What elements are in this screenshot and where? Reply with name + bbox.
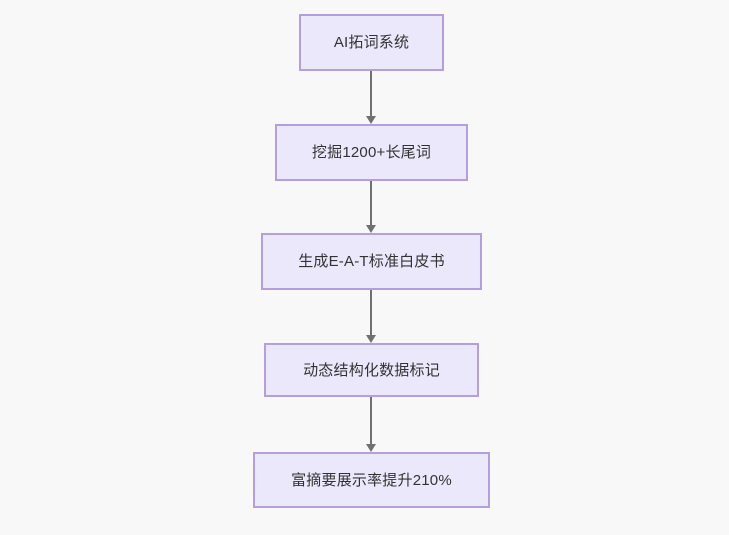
- flow-node-label: AI拓词系统: [333, 34, 410, 51]
- flow-connector-3: [365, 290, 377, 343]
- connector-line: [370, 397, 372, 445]
- connector-line: [370, 290, 372, 336]
- flow-node-rich-snippet-rate-increase[interactable]: 富摘要展示率提升210%: [253, 452, 490, 508]
- arrow-down-icon: [366, 116, 376, 124]
- flow-node-label: 富摘要展示率提升210%: [291, 471, 452, 489]
- flow-node-dynamic-structured-data-markup[interactable]: 动态结构化数据标记: [264, 343, 479, 397]
- flow-connector-1: [365, 71, 377, 124]
- flow-node-generate-eat-whitepaper[interactable]: 生成E-A-T标准白皮书: [261, 233, 482, 290]
- connector-line: [370, 181, 372, 226]
- arrow-down-icon: [366, 225, 376, 233]
- flow-connector-4: [365, 397, 377, 452]
- flow-node-label: 生成E-A-T标准白皮书: [298, 253, 445, 270]
- arrow-down-icon: [366, 444, 376, 452]
- arrow-down-icon: [366, 335, 376, 343]
- flow-node-label: 动态结构化数据标记: [303, 361, 440, 379]
- connector-line: [370, 71, 372, 117]
- flow-connector-2: [365, 181, 377, 233]
- flow-node-ai-keyword-system[interactable]: AI拓词系统: [299, 14, 444, 71]
- flow-node-label: 挖掘1200+长尾词: [311, 144, 432, 161]
- flow-node-mine-longtail-keywords[interactable]: 挖掘1200+长尾词: [275, 124, 468, 181]
